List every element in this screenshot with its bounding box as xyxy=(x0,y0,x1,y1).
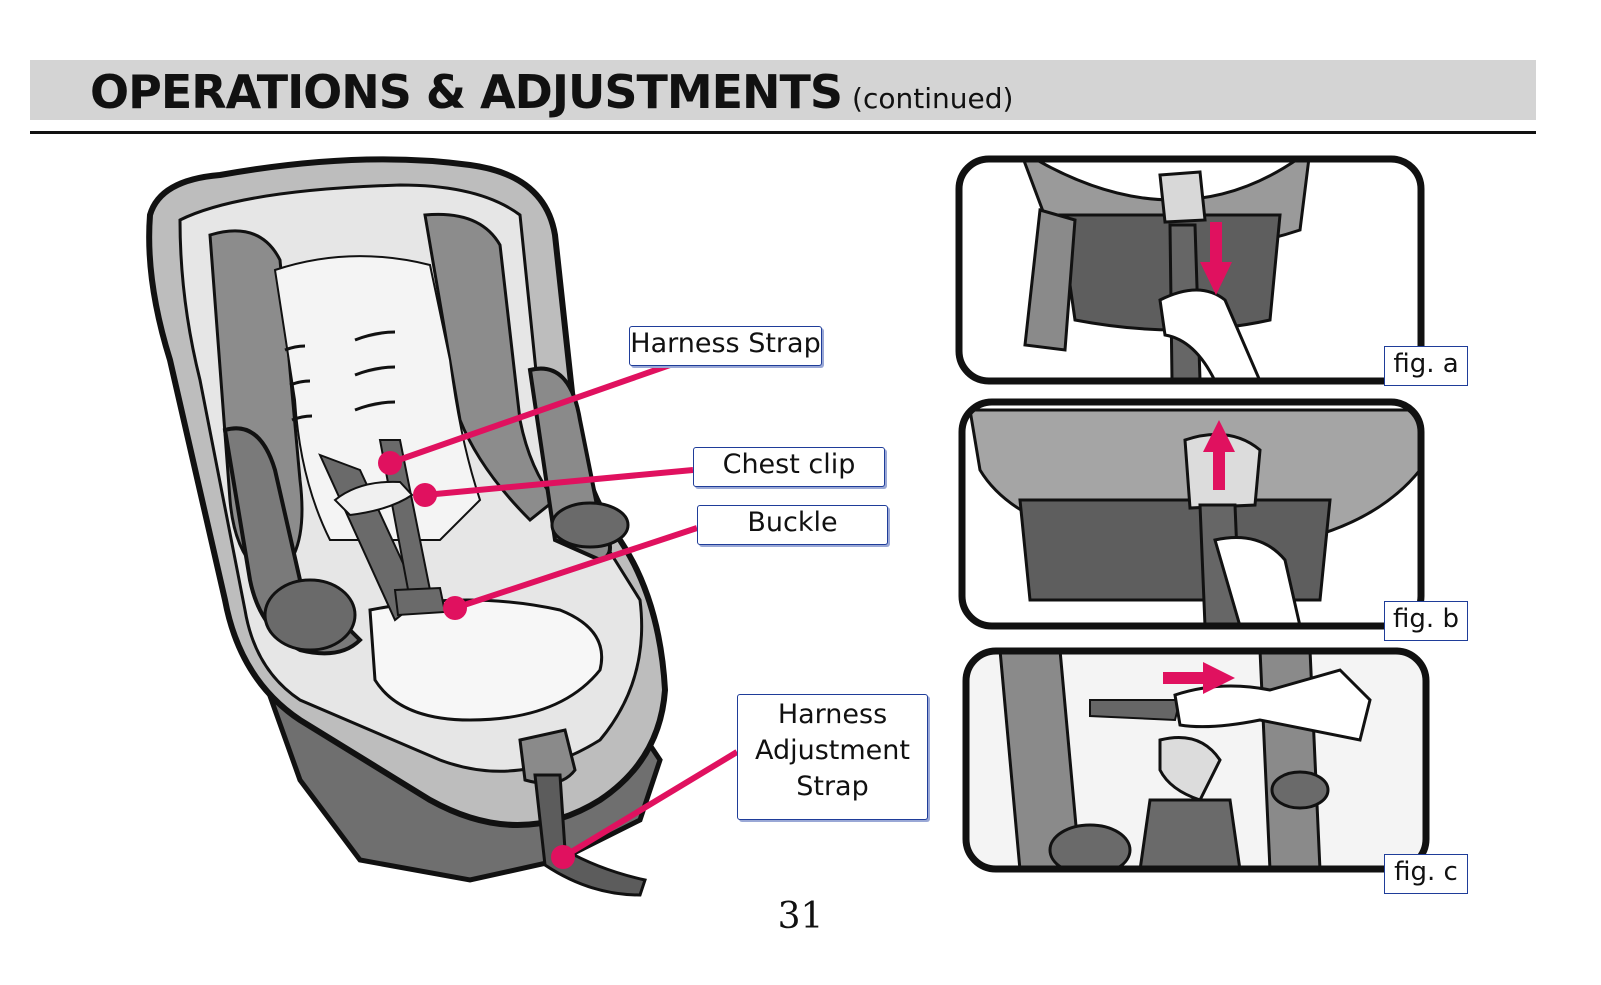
fig-a-frame xyxy=(955,155,1425,385)
fig-a-illustration xyxy=(955,155,1425,385)
title-main: OPERATIONS & ADJUSTMENTS xyxy=(90,65,843,119)
page-number: 31 xyxy=(777,896,824,937)
fig-c-frame xyxy=(962,647,1430,873)
header-divider xyxy=(30,131,1536,134)
dot-buckle xyxy=(443,596,467,620)
label-harness-adjustment-strap-line1: Harness xyxy=(777,699,888,730)
fig-b-illustration xyxy=(958,398,1425,630)
label-harness-adjustment-strap-line3: Strap xyxy=(796,771,869,802)
callout-dots xyxy=(378,451,575,869)
fig-c-illustration xyxy=(962,647,1430,873)
fig-b-frame xyxy=(958,398,1425,630)
dot-harness-adjustment-strap xyxy=(551,845,575,869)
fig-b-label: fig. b xyxy=(1384,601,1468,641)
fig-c-label: fig. c xyxy=(1384,854,1468,894)
callout-lines xyxy=(389,362,739,860)
seat-cushion xyxy=(368,598,604,722)
seat-vents xyxy=(284,330,396,422)
car-seat-illustration xyxy=(146,156,669,897)
cupholder-left xyxy=(263,578,357,652)
fig-a-label: fig. a xyxy=(1384,346,1468,386)
seat-chest-clip xyxy=(333,480,414,517)
label-harness-adjustment-strap-line2: Adjustment xyxy=(754,735,910,766)
leader-buckle xyxy=(454,525,698,611)
label-chest-clip: Chest clip xyxy=(693,447,885,487)
dot-chest-clip xyxy=(413,483,437,507)
seat-right-wing xyxy=(423,212,558,523)
leader-chest-clip xyxy=(424,467,694,498)
seat-buckle xyxy=(393,586,447,617)
title-continued: (continued) xyxy=(852,82,1014,115)
page-title: OPERATIONS & ADJUSTMENTS (continued) xyxy=(90,64,1013,127)
cupholder-right xyxy=(550,501,630,549)
dot-harness-strap xyxy=(378,451,402,475)
label-harness-adjustment-strap: Harness Adjustment Strap xyxy=(737,694,928,820)
leader-harness-strap xyxy=(389,362,671,466)
header-band xyxy=(30,60,1536,120)
leader-harness-adjustment-strap xyxy=(561,749,739,860)
label-harness-strap: Harness Strap xyxy=(629,326,822,366)
label-buckle: Buckle xyxy=(697,505,888,545)
